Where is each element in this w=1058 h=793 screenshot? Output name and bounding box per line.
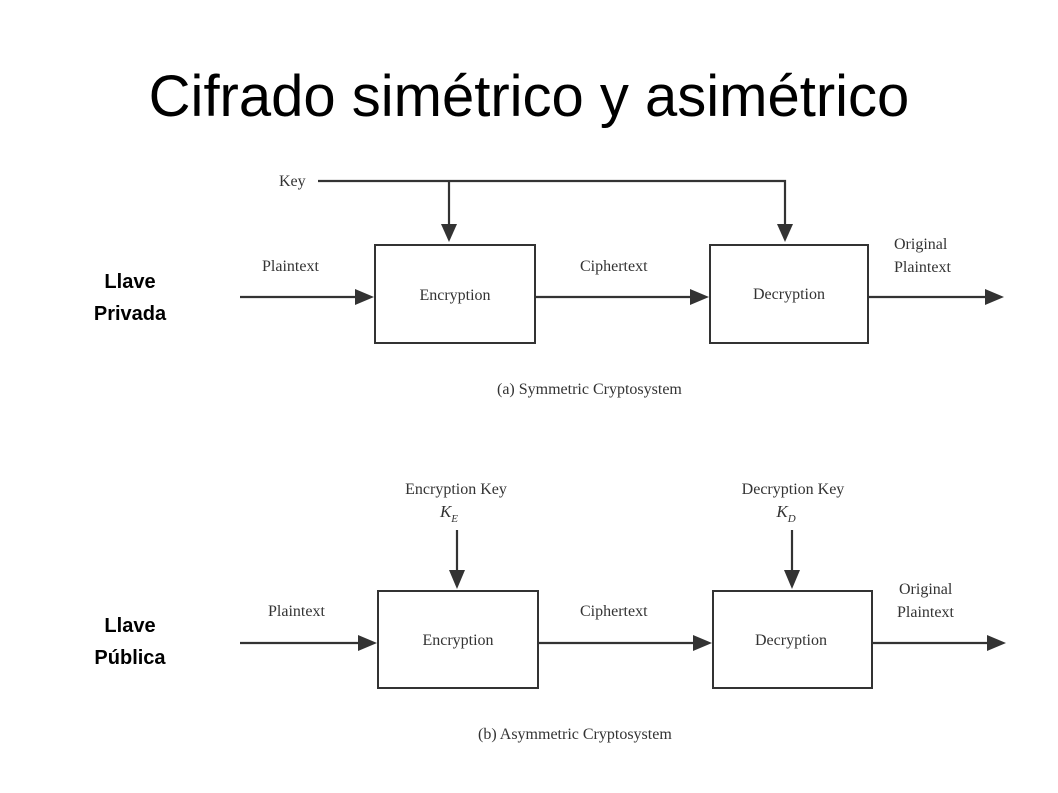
asym-dec-key-label: Decryption Key xyxy=(742,481,845,498)
sym-encryption-box xyxy=(374,244,536,344)
sym-encryption-label: Encryption xyxy=(419,287,490,304)
asym-enc-key-label: Encryption Key xyxy=(405,481,507,498)
asymmetric-diagram: Encryption Key KE Decryption Key KD Plai… xyxy=(240,481,1006,743)
sym-original-label-line1: Original xyxy=(894,236,948,253)
sym-caption: (a) Symmetric Cryptosystem xyxy=(497,381,682,398)
asym-enc-key-symbol: KE xyxy=(439,502,458,525)
asym-plaintext-label: Plaintext xyxy=(268,603,325,620)
sym-key-arrow-enc xyxy=(441,224,457,242)
asym-plaintext-arrow xyxy=(358,635,377,651)
private-key-label-line1: Llave xyxy=(104,271,156,293)
asym-ciphertext-arrow xyxy=(693,635,712,651)
sym-key-arrow-dec xyxy=(777,224,793,242)
symmetric-diagram: Key Plaintext Encryption Ciphertext Decr… xyxy=(240,173,1004,398)
private-key-label: Llave Privada xyxy=(50,266,210,330)
sym-plaintext-arrow xyxy=(355,289,374,305)
asym-decryption-box xyxy=(712,590,873,689)
asym-original-label-line1: Original xyxy=(899,581,953,598)
private-key-label-line2: Privada xyxy=(93,303,167,325)
asym-dec-key-arrow xyxy=(784,570,800,589)
sym-plaintext-label: Plaintext xyxy=(262,258,319,275)
asym-caption: (b) Asymmetric Cryptosystem xyxy=(478,726,672,743)
public-key-label-line2: Pública xyxy=(94,647,166,669)
sym-decryption-box xyxy=(709,244,869,344)
sym-decryption-label: Decryption xyxy=(753,286,825,303)
sym-key-label: Key xyxy=(279,173,306,190)
sym-original-label-line2: Plaintext xyxy=(894,259,951,276)
asym-encryption-label: Encryption xyxy=(422,632,493,649)
asym-ciphertext-label: Ciphertext xyxy=(580,603,648,620)
sym-output-arrow xyxy=(985,289,1004,305)
asym-enc-key-arrow xyxy=(449,570,465,589)
asym-decryption-label: Decryption xyxy=(755,632,827,649)
asym-encryption-box xyxy=(377,590,539,689)
public-key-label: Llave Pública xyxy=(50,610,210,674)
asym-original-label-line2: Plaintext xyxy=(897,604,954,621)
sym-ciphertext-arrow xyxy=(690,289,709,305)
asym-dec-key-symbol: KD xyxy=(775,502,795,525)
asym-output-arrow xyxy=(987,635,1006,651)
slide-title: Cifrado simétrico y asimétrico xyxy=(148,64,910,129)
sym-key-line xyxy=(318,179,787,226)
public-key-label-line1: Llave xyxy=(104,615,156,637)
sym-ciphertext-label: Ciphertext xyxy=(580,258,648,275)
